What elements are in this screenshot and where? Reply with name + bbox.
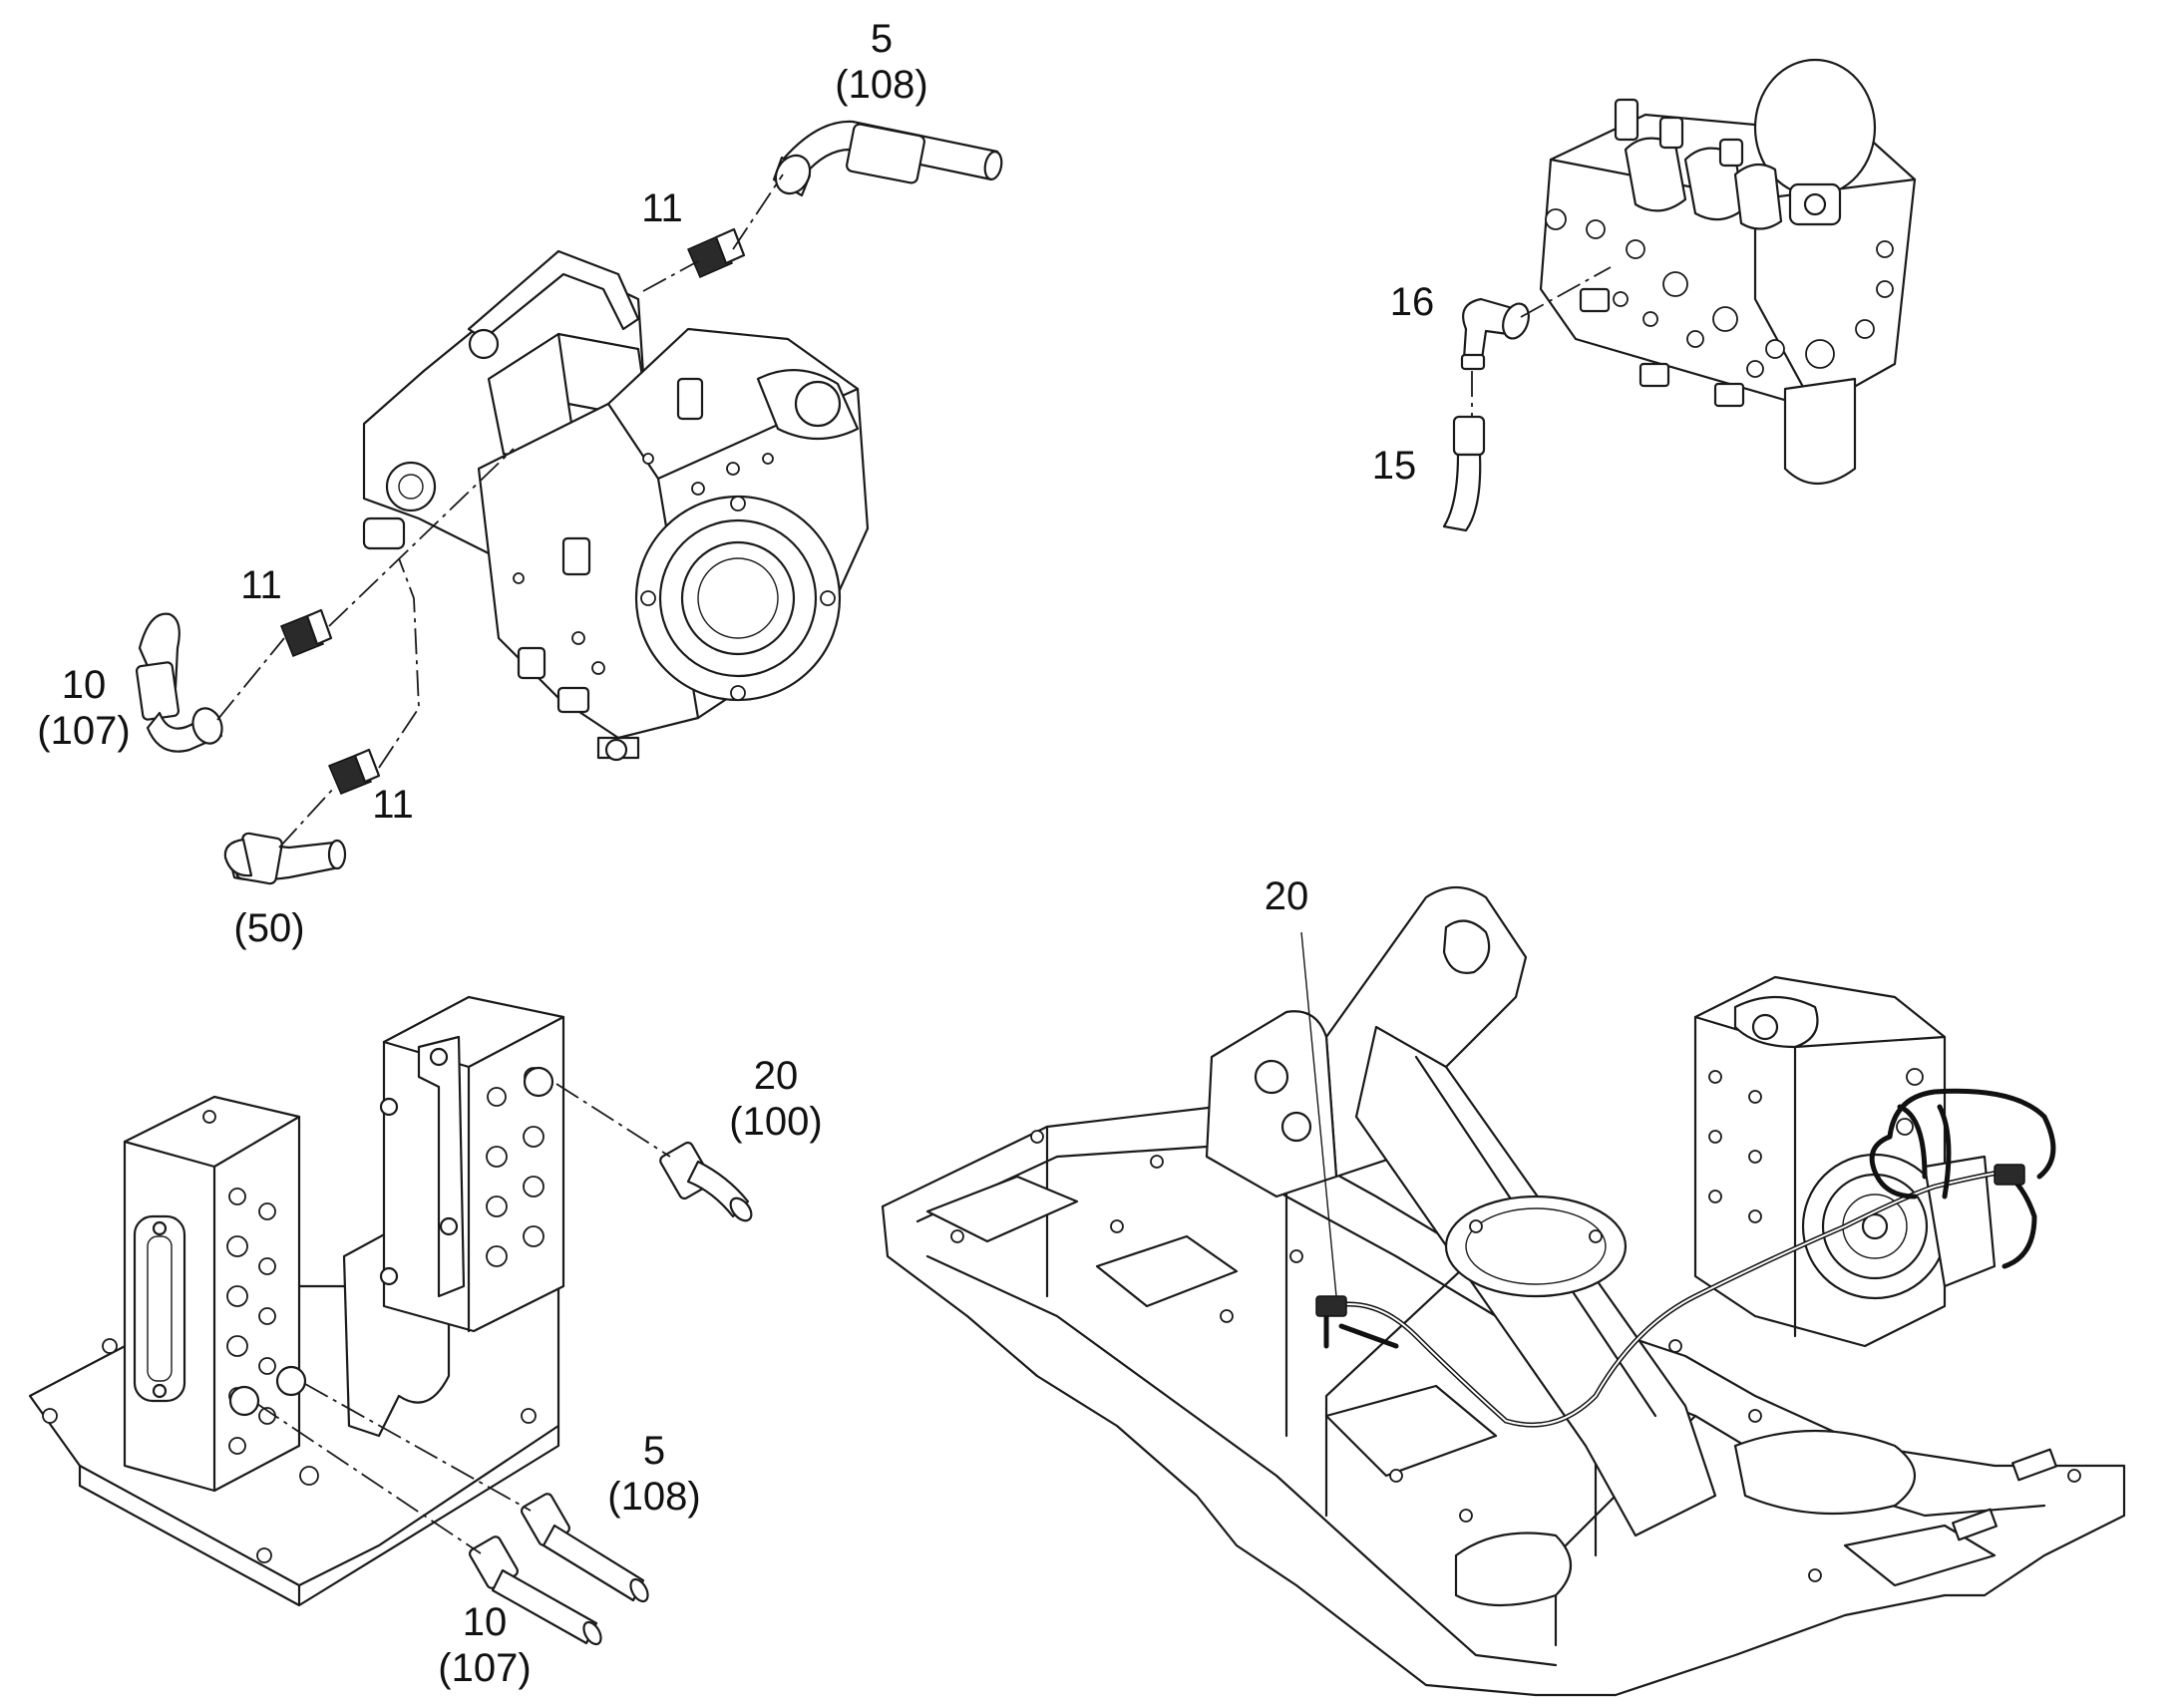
callout-reference: (108): [607, 1475, 701, 1519]
callout-bracket-hose-5: 5 (108): [607, 1428, 700, 1520]
bracket-hose-5: [521, 1493, 649, 1603]
callout-pump-hose-bottom: (50): [233, 905, 304, 951]
pump-hose-top: [772, 120, 1003, 197]
callout-reference: (50): [233, 906, 305, 950]
chassis-frame: [881, 886, 2126, 1697]
callout-pump-fitting-low: 11: [372, 782, 414, 828]
callout-pump-fitting-mid: 11: [240, 562, 282, 608]
callout-number: 11: [372, 783, 414, 827]
bracket-hose-10: [469, 1536, 602, 1646]
callout-pump-hose-top: 5 (108): [835, 16, 927, 108]
callout-number: 5: [870, 17, 894, 61]
callout-number: 15: [1371, 444, 1417, 488]
valve-bracket: [28, 995, 565, 1607]
valve-leader-lines: [1471, 266, 1612, 417]
valve-block: [1539, 58, 1917, 486]
callout-number: 10: [61, 663, 107, 707]
pump-leader-lines: [216, 173, 784, 849]
valve-elbow: [1460, 297, 1530, 371]
bracket-hose-right: [659, 1141, 753, 1222]
pump-hose-bottom: [223, 832, 347, 885]
callout-number: 20: [1264, 874, 1309, 918]
pump-fitting-top: [687, 227, 746, 278]
pump-hose-left: [135, 612, 223, 753]
callout-valve-hose: 15: [1372, 443, 1417, 489]
callout-reference: (100): [729, 1100, 823, 1144]
callout-chassis-hose: 20: [1265, 873, 1309, 919]
callout-reference: (108): [835, 63, 928, 107]
callout-number: 5: [642, 1429, 666, 1473]
callout-reference: (107): [37, 709, 131, 753]
callout-number: 10: [462, 1600, 508, 1644]
callout-number: 11: [641, 186, 683, 230]
callout-number: 11: [240, 563, 282, 607]
callout-number: 20: [753, 1054, 799, 1098]
callout-valve-elbow: 16: [1390, 279, 1435, 325]
callout-bracket-hose-10: 10 (107): [438, 1599, 531, 1691]
bracket-leader-lines: [256, 1083, 671, 1554]
chassis-hose-routing: [1315, 1088, 2056, 1428]
callout-pump-hose-left: 10 (107): [37, 662, 130, 754]
callout-reference: (107): [438, 1646, 532, 1690]
pump-fitting-low: [328, 748, 381, 795]
chassis-leader-line: [1300, 931, 1337, 1297]
callout-bracket-hose-right: 20 (100): [729, 1053, 822, 1145]
callout-pump-fitting-top: 11: [641, 185, 683, 231]
pump-fitting-mid: [280, 608, 333, 657]
callout-number: 16: [1389, 280, 1435, 324]
hydraulic-pump: [362, 249, 870, 762]
valve-hose: [1442, 415, 1486, 532]
